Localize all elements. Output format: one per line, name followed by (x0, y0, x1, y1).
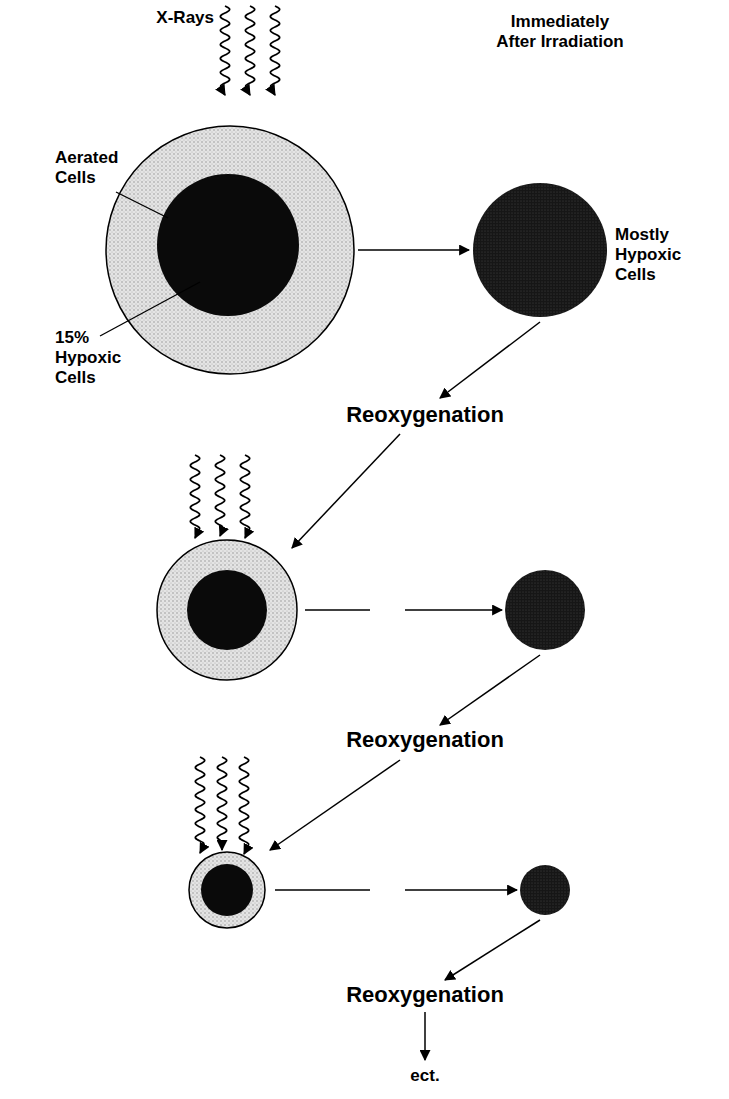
xray-wave (195, 757, 204, 853)
xray-wave (240, 455, 249, 538)
hypoxic-core: 15% Hypoxic Cells (156, 173, 300, 317)
part-label: Mostly Hypoxic Cells (615, 225, 703, 285)
flow-arrow (405, 609, 502, 611)
circle-outline (156, 173, 300, 317)
hypoxic-tumor (505, 570, 585, 650)
xray-wave (239, 757, 248, 854)
leader-line (116, 192, 168, 218)
leader-line (100, 282, 200, 336)
aerated-ring (157, 540, 297, 680)
aerated-tumor: Aerated Cells15% Hypoxic Cells (105, 125, 355, 375)
circle-outline (472, 182, 608, 318)
hypoxic-core (201, 864, 253, 916)
flow-arrow (440, 322, 540, 398)
xray-wave (220, 6, 229, 95)
flow-arrow (305, 609, 370, 611)
hypoxic-tumor (520, 865, 570, 915)
flow-arrow (358, 249, 469, 251)
aerated-ring (189, 852, 265, 928)
flow-arrow (405, 889, 517, 891)
process-label: Reoxygenation (305, 402, 545, 428)
flow-arrow (275, 889, 370, 891)
hypoxic-core (187, 570, 267, 650)
process-label: Reoxygenation (305, 727, 545, 753)
flow-arrow (445, 920, 540, 980)
part-label: Aerated Cells (55, 148, 137, 188)
xray-wave (215, 455, 224, 536)
xray-wave (217, 757, 226, 850)
continuation-note: ect. (385, 1066, 465, 1086)
flow-arrow (424, 1012, 426, 1060)
hypoxic-tumor: Mostly Hypoxic Cells (472, 182, 608, 318)
timing-note: Immediately After Irradiation (492, 12, 628, 52)
xray-wave (270, 6, 279, 95)
xray-wave (245, 6, 254, 95)
part-label: 15% Hypoxic Cells (55, 328, 131, 388)
flow-arrow (292, 434, 400, 548)
xray-label: X-Rays (150, 8, 214, 28)
process-label: Reoxygenation (305, 982, 545, 1008)
flow-arrow (270, 760, 400, 850)
flow-arrow (440, 655, 540, 725)
xray-wave (190, 455, 199, 538)
